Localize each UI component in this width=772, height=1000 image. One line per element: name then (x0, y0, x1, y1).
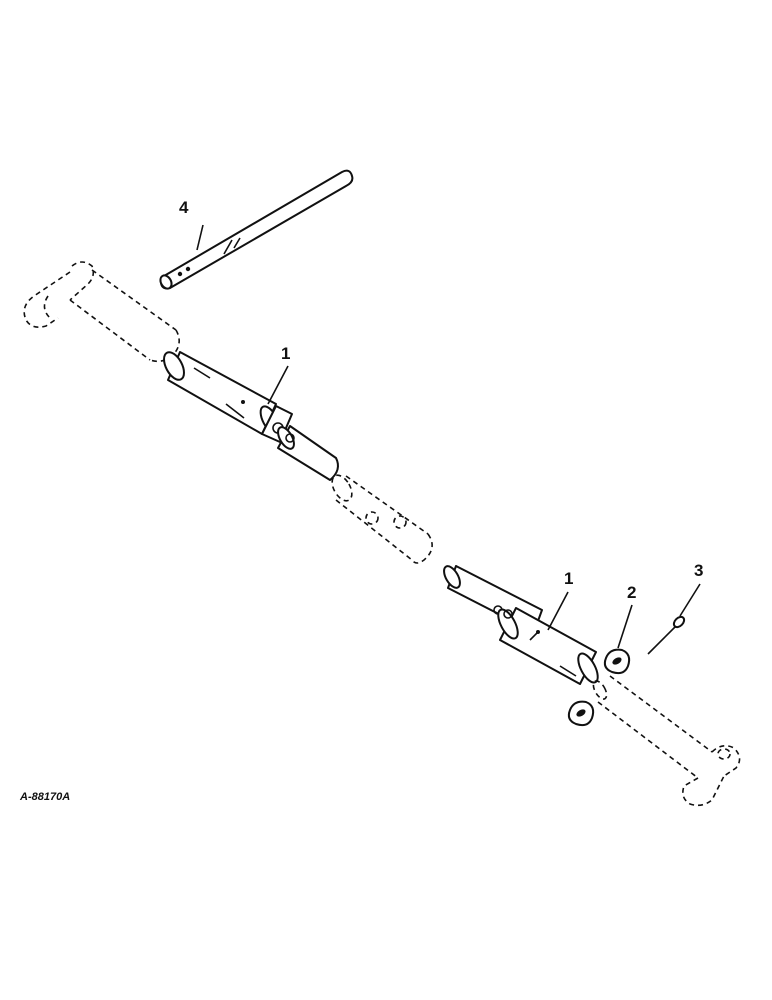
part-4-rod: 4 (159, 169, 354, 290)
part-1-upper-tube: 1 (163, 344, 293, 443)
middle-connector-outline (331, 474, 433, 564)
callout-1-upper-label: 1 (281, 344, 290, 363)
callout-4-label: 4 (179, 198, 189, 217)
middle-shaft-segment (277, 425, 339, 481)
callout-2-label: 2 (627, 583, 636, 602)
callout-1-lower-label: 1 (564, 569, 573, 588)
left-end-fitting-outline (23, 261, 180, 363)
part-3-pin: 3 (647, 561, 703, 655)
callout-3-label: 3 (694, 561, 703, 580)
right-end-fitting-outline (592, 675, 741, 807)
figure-code: A-88170A (19, 791, 70, 803)
part-2-coupling-blocks: 2 (567, 583, 636, 727)
part-1-lower-tube: 1 (443, 565, 599, 685)
